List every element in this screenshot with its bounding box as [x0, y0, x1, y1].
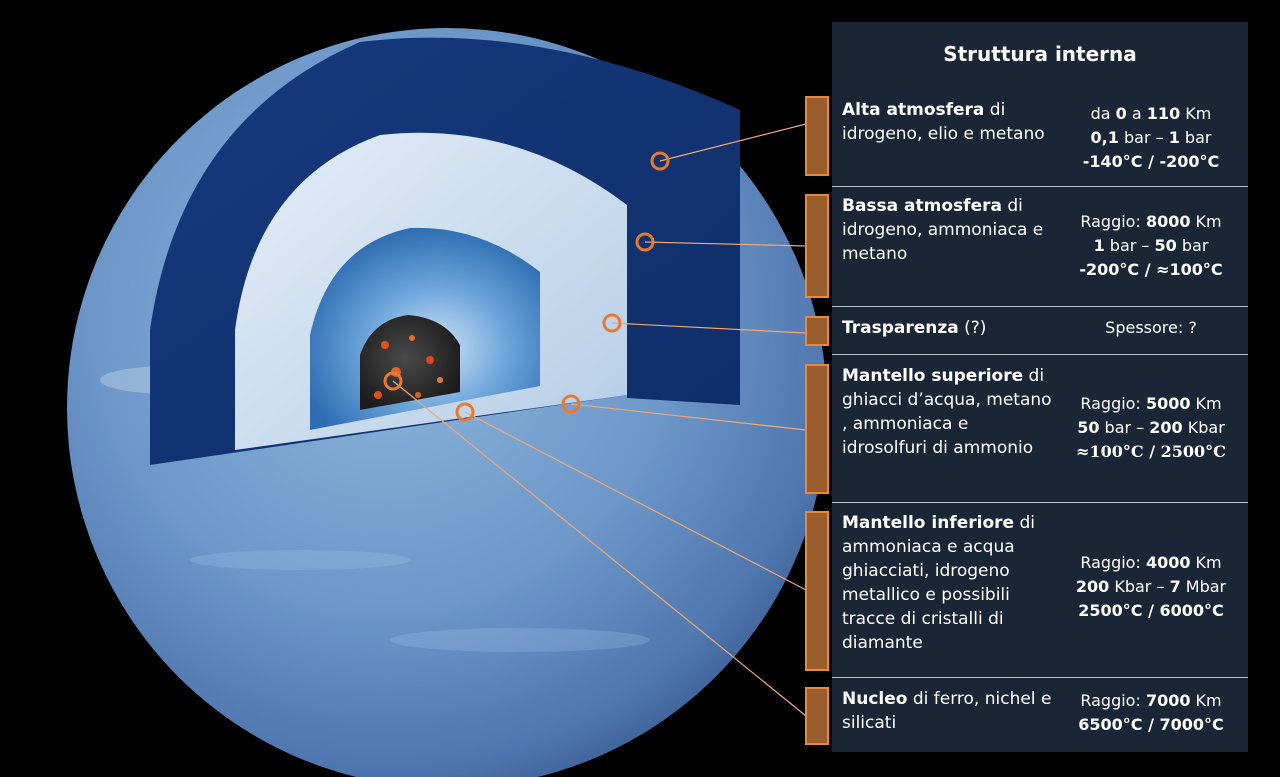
value-line: -200°C / ≈100°C	[1079, 260, 1223, 279]
layer-marker	[805, 194, 829, 298]
value-line: 1 bar – 50 bar	[1093, 236, 1209, 255]
value-line: 6500°C / 7000°C	[1078, 715, 1224, 734]
layer-values: da 0 a 110 Km 0,1 bar – 1 bar -140°C / -…	[1054, 102, 1248, 174]
value-line: Raggio: 5000 Km	[1080, 394, 1222, 413]
value-line: -140°C / -200°C	[1082, 152, 1220, 171]
layer-name: Bassa atmosfera	[842, 196, 1002, 216]
layer-desc-text: di idrogeno, elio e metano	[842, 100, 1045, 144]
layer-name: Nucleo	[842, 689, 908, 709]
pointer-lines	[392, 123, 807, 717]
value-line: Spessore: ?	[1105, 318, 1197, 337]
separator	[832, 354, 1248, 355]
layer-marker	[805, 316, 829, 346]
layer-description: Trasparenza (?)	[842, 316, 1052, 340]
layer-name: Mantello inferiore	[842, 513, 1015, 533]
value-line: Raggio: 4000 Km	[1080, 553, 1222, 572]
value-line: Raggio: 7000 Km	[1080, 691, 1222, 710]
separator	[832, 502, 1248, 503]
value-line: 200 Kbar – 7 Mbar	[1075, 577, 1227, 596]
legend-panel: Struttura interna Alta atmosfera di idro…	[805, 22, 1248, 752]
layer-values: Raggio: 5000 Km 50 bar – 200 Kbar ≈100°C…	[1054, 392, 1248, 464]
layer-marker	[805, 364, 829, 494]
value-line: Raggio: 8000 Km	[1080, 212, 1222, 231]
value-line: 0,1 bar – 1 bar	[1090, 128, 1212, 147]
layer-desc-text: (?)	[958, 318, 987, 338]
value-line: 2500°C / 6000°C	[1078, 601, 1224, 620]
separator	[832, 677, 1248, 678]
layer-values: Raggio: 7000 Km 6500°C / 7000°C	[1054, 689, 1248, 737]
value-line: 50 bar – 200 Kbar	[1077, 418, 1225, 437]
layer-marker	[805, 511, 829, 671]
layer-desc-text: di ammoniaca e acqua ghiacciati, idrogen…	[842, 513, 1035, 653]
layer-marker	[805, 687, 829, 745]
layer-desc-text: di ferro, nichel e silicati	[842, 689, 1052, 733]
separator	[832, 186, 1248, 187]
layer-description: Mantello inferiore di ammoniaca e acqua …	[842, 511, 1052, 655]
layer-name: Trasparenza	[842, 318, 959, 338]
separator	[832, 306, 1248, 307]
legend-title: Struttura interna	[943, 42, 1137, 66]
layer-values: Raggio: 4000 Km 200 Kbar – 7 Mbar 2500°C…	[1054, 551, 1248, 623]
planet-cutaway-illustration	[67, 28, 827, 777]
layer-description: Mantello superiore di ghiacci d’acqua, m…	[842, 364, 1052, 460]
layer-desc-text: di idrogeno, ammoniaca e metano	[842, 196, 1044, 264]
value-line: ≈100°C / 2500°C	[1076, 442, 1226, 461]
layer-values: Spessore: ?	[1054, 316, 1248, 340]
layer-name: Mantello superiore	[842, 366, 1024, 386]
layer-name: Alta atmosfera	[842, 100, 985, 120]
layer-desc-text: di ghiacci d’acqua, metano , ammoniaca e…	[842, 366, 1052, 458]
layer-marker	[805, 96, 829, 176]
layer-description: Alta atmosfera di idrogeno, elio e metan…	[842, 98, 1052, 146]
value-line: da 0 a 110 Km	[1090, 104, 1212, 123]
cutaway-wedge	[150, 37, 740, 465]
layer-values: Raggio: 8000 Km 1 bar – 50 bar -200°C / …	[1054, 210, 1248, 282]
pointer-circles	[383, 151, 670, 422]
layer-description: Nucleo di ferro, nichel e silicati	[842, 687, 1052, 735]
layer-description: Bassa atmosfera di idrogeno, ammoniaca e…	[842, 194, 1052, 266]
